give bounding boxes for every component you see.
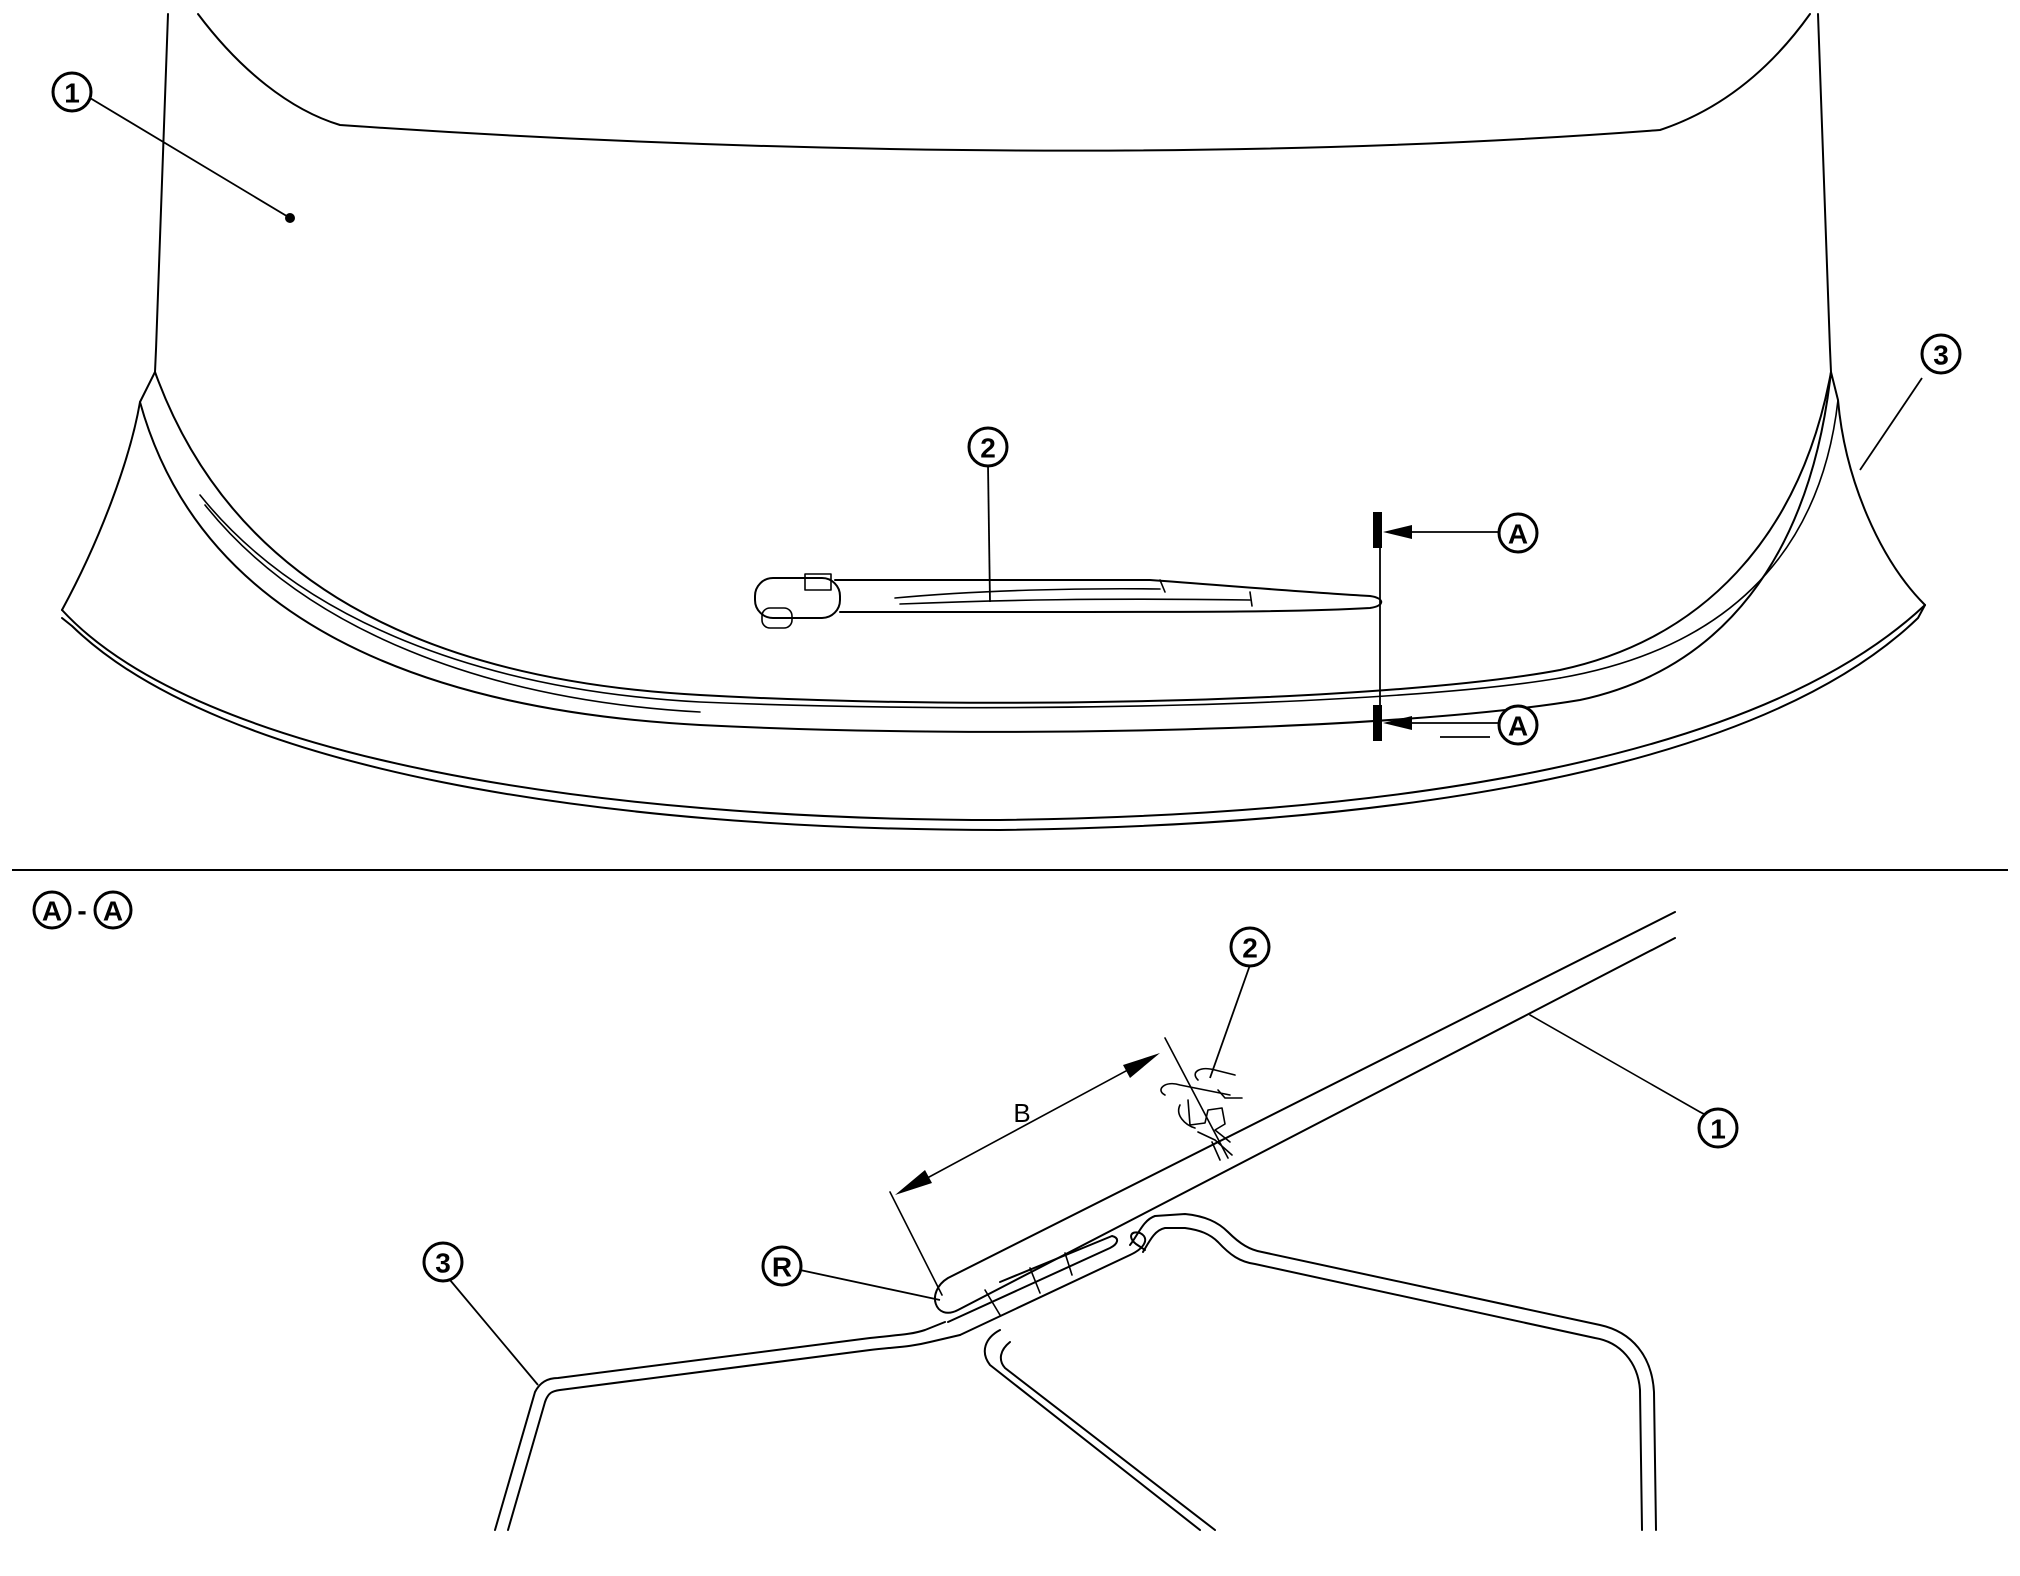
leader-reuse bbox=[799, 1269, 941, 1301]
callout-3-top: 3 bbox=[1920, 333, 1962, 375]
leader-clip bbox=[1209, 964, 1251, 1079]
callout-3-label: 3 bbox=[435, 1248, 451, 1279]
callout-1-top: 1 bbox=[51, 71, 93, 113]
leader-rear-bumper bbox=[1859, 377, 1923, 471]
rear-wiper-arm-drawing bbox=[754, 573, 1383, 629]
dimension-b-label: B bbox=[1013, 1098, 1030, 1128]
section-title: A - A bbox=[32, 890, 133, 930]
callout-a-label: A bbox=[1508, 519, 1528, 550]
callout-2-label: 2 bbox=[1242, 933, 1258, 964]
callout-a-upper: A bbox=[1497, 512, 1539, 554]
callout-1-section: 1 bbox=[1697, 1107, 1739, 1149]
callout-2-top: 2 bbox=[967, 426, 1009, 468]
callout-1-label: 1 bbox=[64, 78, 80, 109]
callout-2-section: 2 bbox=[1229, 926, 1271, 968]
dimension-b: B bbox=[889, 1037, 1229, 1296]
leader-dot bbox=[285, 213, 295, 223]
callout-1-label: 1 bbox=[1710, 1114, 1726, 1145]
leader-bumper-section bbox=[449, 1279, 539, 1386]
section-title-right: A bbox=[103, 896, 123, 927]
bumper-section bbox=[494, 1213, 1657, 1531]
section-title-left: A bbox=[42, 896, 62, 927]
callout-3-section: 3 bbox=[422, 1241, 464, 1283]
callout-3-label: 3 bbox=[1933, 340, 1949, 371]
section-view: A - A bbox=[32, 890, 1739, 1531]
section-title-separator: - bbox=[77, 895, 86, 926]
wiper-clip-section bbox=[1160, 1067, 1243, 1161]
leader-back-door bbox=[89, 97, 291, 219]
callout-r-section: R bbox=[761, 1245, 803, 1287]
back-door-panel-section bbox=[933, 911, 1701, 1314]
callout-a-label: A bbox=[1508, 711, 1528, 742]
rear-bumper-outline bbox=[61, 371, 1926, 831]
back-door-outline bbox=[154, 13, 1832, 704]
callout-2-label: 2 bbox=[980, 433, 996, 464]
callout-a-lower: A bbox=[1497, 704, 1539, 746]
callout-r-label: R bbox=[772, 1252, 792, 1283]
leader-wiper-arm bbox=[987, 464, 991, 603]
top-view: 1 2 3 A A bbox=[51, 13, 1962, 831]
section-cut-line bbox=[1373, 512, 1498, 741]
